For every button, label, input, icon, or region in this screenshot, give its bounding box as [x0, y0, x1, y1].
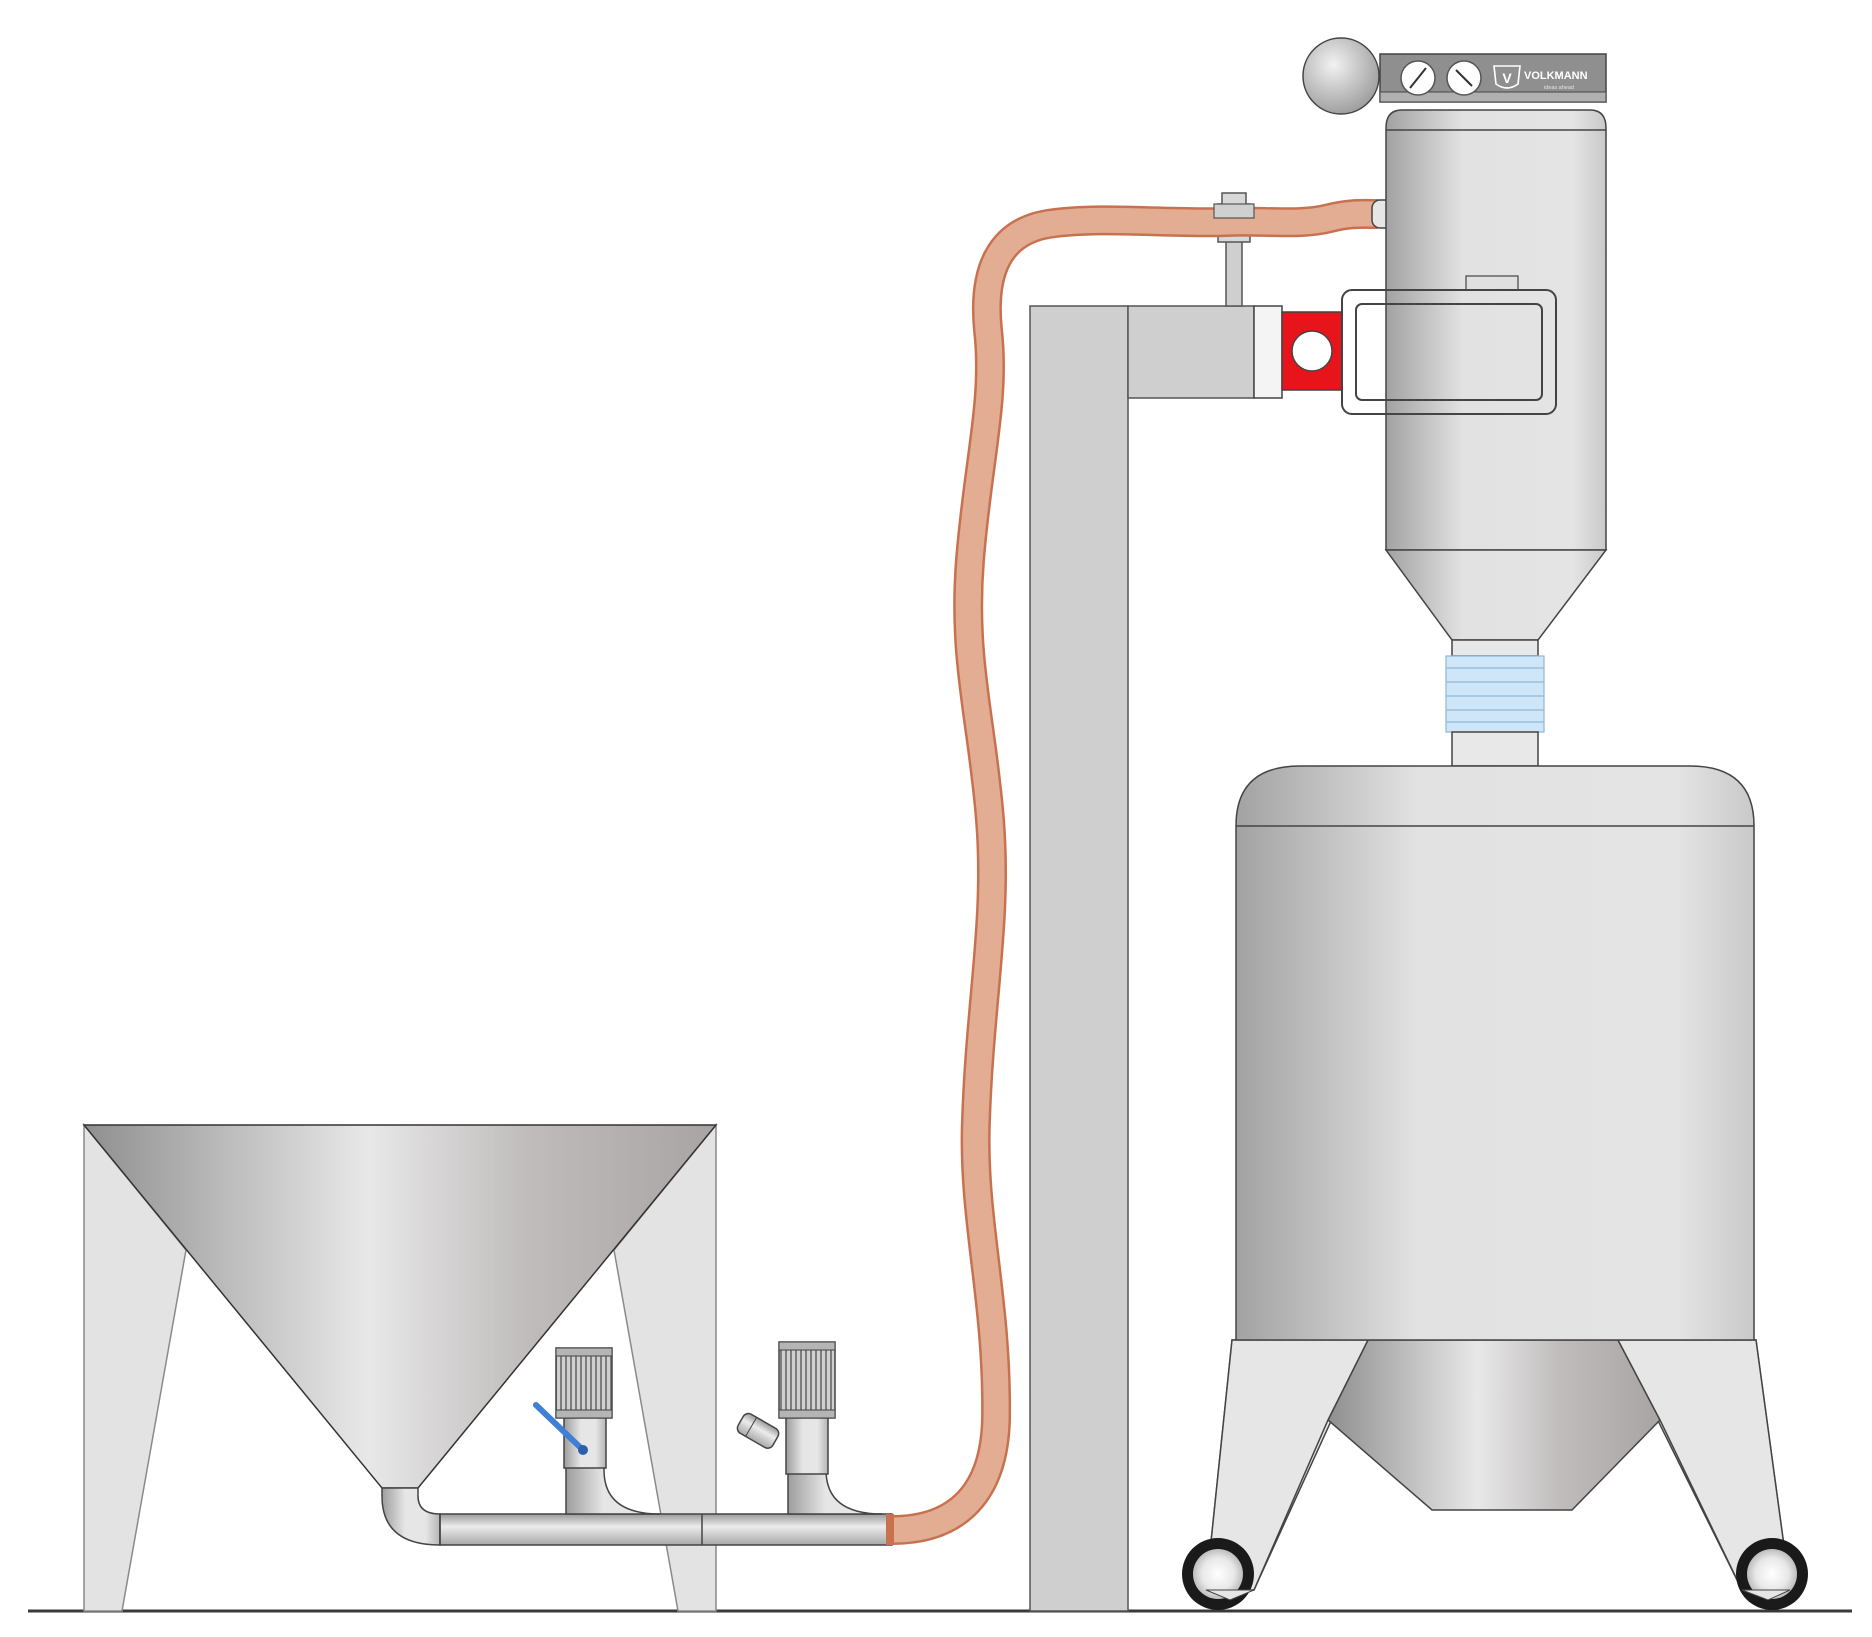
valve-lever-icon[interactable] — [533, 1402, 586, 1453]
hose-coupling-bottom — [886, 1514, 894, 1545]
caster-wheel-left-icon — [1182, 1538, 1255, 1610]
filter-cap-1 — [555, 1347, 613, 1419]
brand-tagline: ideas ahead — [1544, 85, 1574, 91]
control-box: V VOLKMANN ideas ahead — [1302, 37, 1607, 115]
vacuum-receiver — [1341, 109, 1608, 767]
container-bottom-cone — [1327, 1339, 1661, 1511]
vacuum-gauge-1-icon — [1400, 60, 1436, 96]
vacuum-gauge-2-icon — [1446, 60, 1482, 96]
logo-letter: V — [1502, 70, 1512, 86]
conveying-hose — [886, 198, 1379, 1545]
valve-body-1 — [563, 1415, 607, 1469]
logo-shield-icon — [1493, 65, 1521, 89]
receiver-cylinder — [1385, 109, 1607, 551]
silencer-ball — [1302, 37, 1380, 115]
hose-holder-band — [1213, 203, 1255, 219]
hopper-outlet-elbow — [381, 1487, 441, 1546]
horizontal-pipe — [439, 1513, 893, 1546]
valve-body-2 — [785, 1415, 829, 1475]
caster-wheel-right-icon — [1736, 1538, 1808, 1610]
side-nozzle — [736, 1412, 780, 1449]
hose-body — [891, 201, 1379, 1543]
frame-column — [1029, 305, 1129, 1612]
brand-logo: V VOLKMANN ideas ahead — [1493, 65, 1588, 91]
clamp-hole — [1291, 330, 1333, 372]
receiver-bracket — [1341, 289, 1557, 415]
hopper-cone — [82, 1124, 718, 1489]
bellows-coupling — [1445, 655, 1545, 733]
container-drum — [1235, 765, 1755, 1341]
receiver-outlet — [1451, 639, 1539, 657]
filter-cap-2 — [778, 1341, 836, 1419]
receiver-cone — [1384, 549, 1608, 641]
frame-arm — [1127, 305, 1255, 399]
arm-end-plate — [1253, 305, 1283, 399]
brand-name: VOLKMANN — [1524, 70, 1588, 82]
container-inlet — [1451, 731, 1539, 767]
suction-pipe — [381, 1341, 893, 1546]
feed-hopper — [82, 1122, 718, 1612]
hose-holder-rod — [1225, 237, 1243, 307]
receiving-container — [1182, 765, 1808, 1610]
